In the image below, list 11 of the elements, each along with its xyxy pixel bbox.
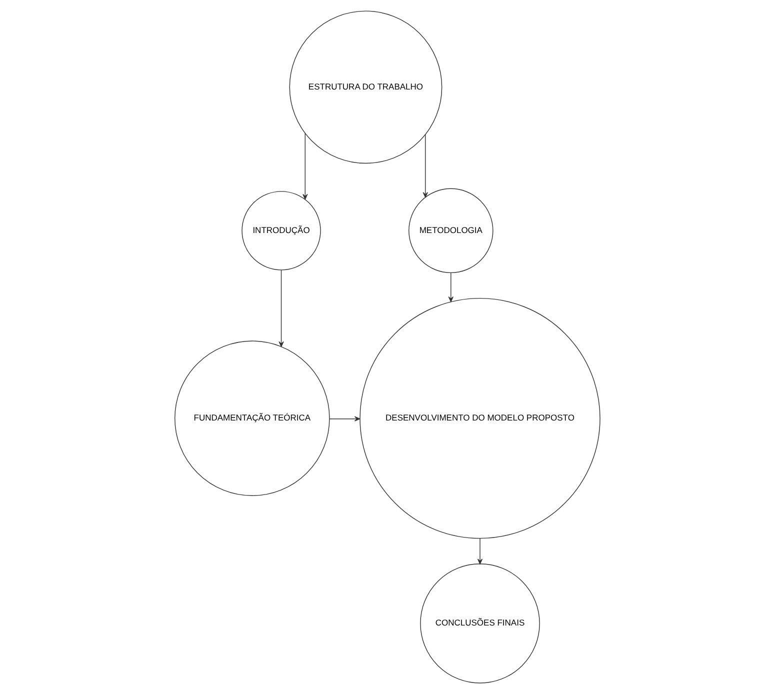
arrow [278, 270, 284, 347]
node-circle: DESENVOLVIMENTO DO MODELO PROPOSTO [360, 298, 600, 539]
node-circle: ESTRUTURA DO TRABALHO [289, 10, 442, 164]
arrow [448, 272, 454, 302]
node-circle: INTRODUÇÃO [242, 191, 321, 270]
node-circle: CONCLUSÕES FINAIS [420, 564, 540, 684]
arrow [302, 132, 308, 200]
arrow [329, 416, 360, 422]
arrow [477, 538, 483, 564]
node-circle: METODOLOGIA [408, 188, 494, 274]
arrow [422, 134, 428, 198]
